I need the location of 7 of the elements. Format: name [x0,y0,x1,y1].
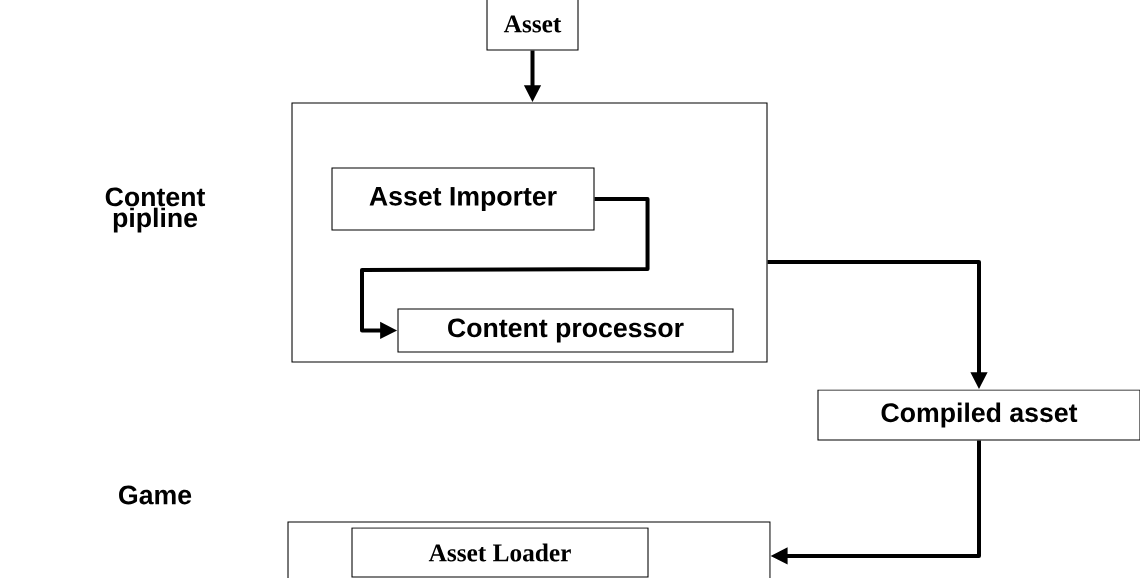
group-heading: Content pipline [105,187,206,233]
process-box: Asset Loader [351,527,649,578]
process-box: Asset Importer [331,167,595,231]
process-box: Content processor [397,308,734,353]
group-heading: Game [119,485,192,505]
process-box: Compiled asset [817,389,1140,441]
process-box: Asset [486,0,579,51]
